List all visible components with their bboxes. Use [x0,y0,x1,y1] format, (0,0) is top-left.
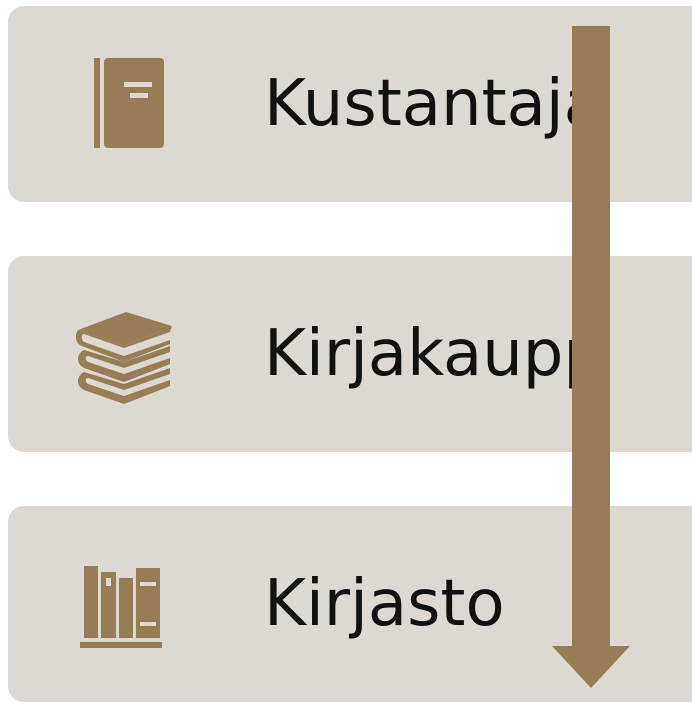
step-label: Kustantaja [264,67,603,141]
library-shelf-icon [74,558,174,658]
down-arrow-icon [552,26,630,688]
book-stack-icon [74,304,174,404]
step-label: Kirjakaupp [264,317,605,391]
step-label: Kirjasto [264,567,505,641]
book-icon [74,52,174,152]
